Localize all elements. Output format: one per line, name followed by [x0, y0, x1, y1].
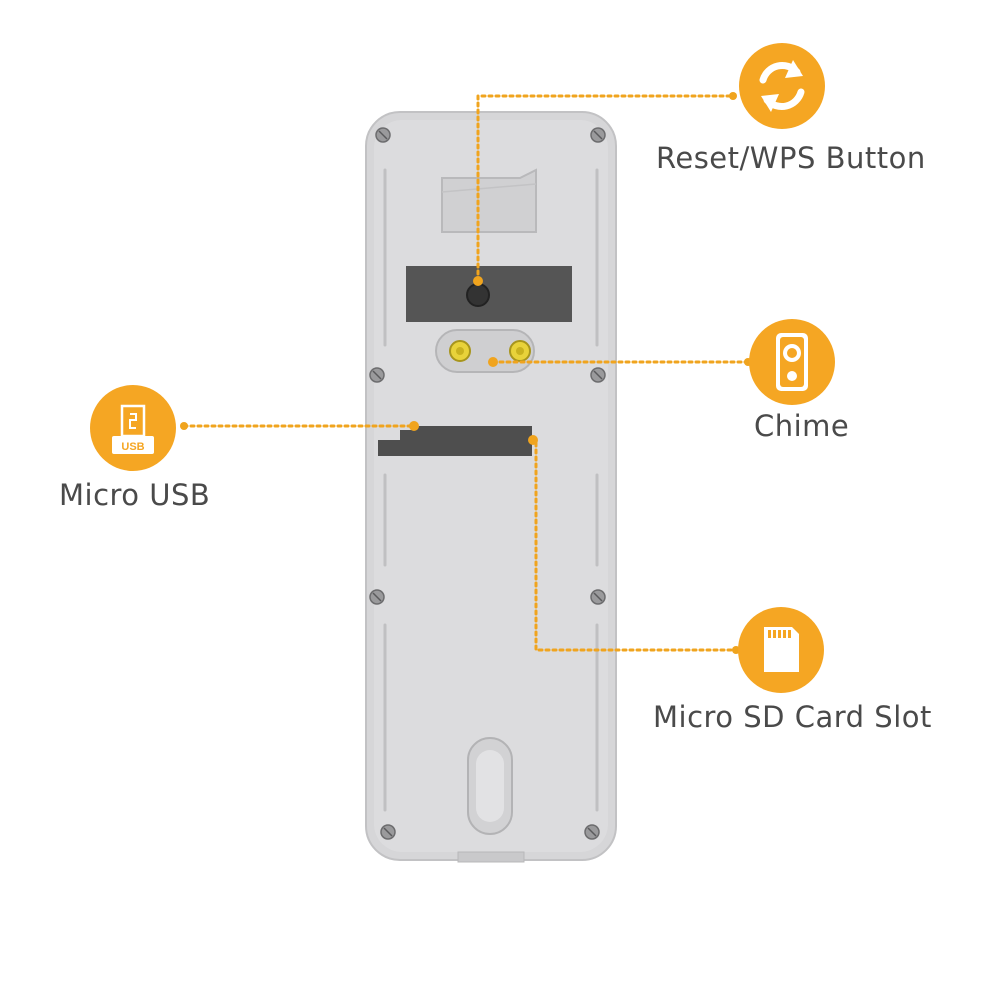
callout-label-reset-wps: Reset/WPS Button — [656, 141, 926, 175]
top-bracket — [441, 168, 537, 233]
leader-line-reset — [476, 94, 735, 283]
reset-panel — [406, 266, 572, 322]
reset-arrows-icon — [739, 43, 825, 129]
doorbell-chime-icon — [749, 319, 835, 405]
micro-usb-sd-slot — [378, 426, 532, 456]
sd-card-icon — [738, 607, 824, 693]
callout-label-chime: Chime — [754, 409, 850, 443]
side-grooves — [383, 168, 599, 812]
leader-dots — [180, 92, 752, 654]
keyhole-slot — [467, 737, 513, 835]
callout-label-micro-sd: Micro SD Card Slot — [653, 700, 932, 734]
reset-button[interactable] — [466, 283, 490, 307]
chime-terminals — [435, 329, 535, 373]
usb-icon-text: USB — [121, 441, 144, 453]
usb-port-icon: USB — [90, 385, 176, 471]
callout-label-micro-usb: Micro USB — [59, 478, 211, 512]
